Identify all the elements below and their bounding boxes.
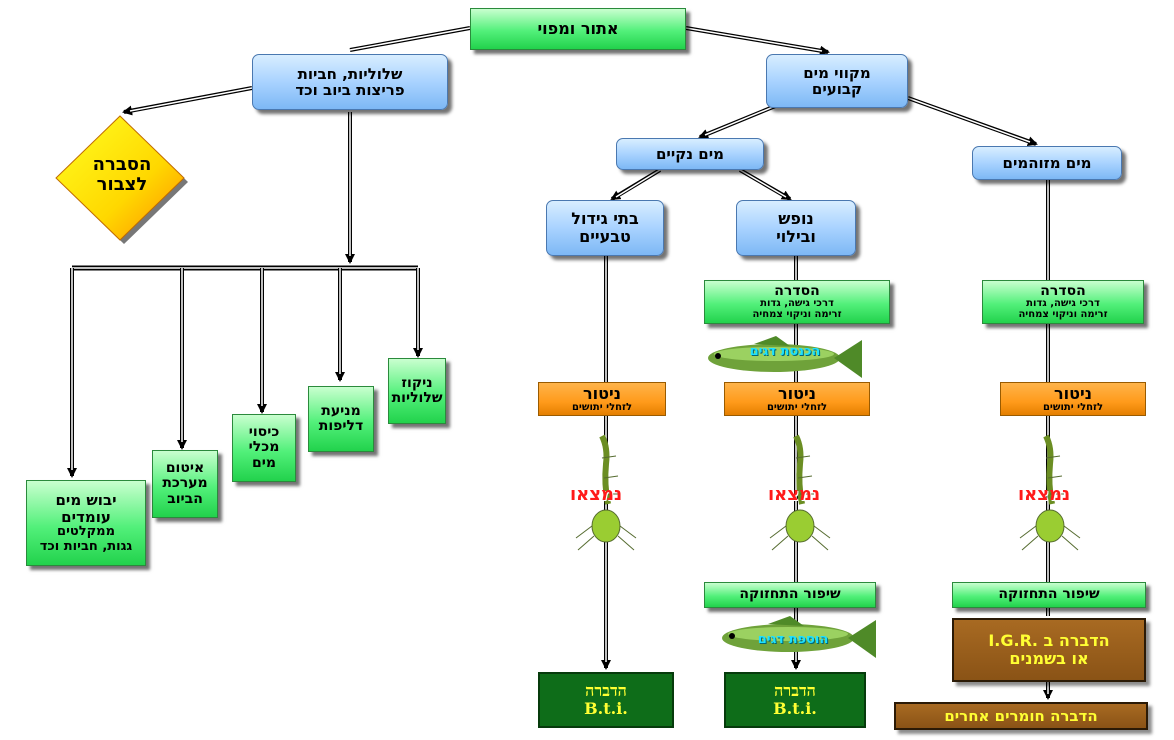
igr-oil-control-node: הדברה ב .I.G.R או בשמנים — [952, 618, 1146, 682]
mosquito-larva-icon — [575, 434, 637, 551]
clean-water-node: מים נקיים — [616, 138, 764, 170]
found-label-habitats: נמצאו — [570, 484, 623, 505]
fish-intro-label: הכנסת דגים — [749, 344, 821, 359]
dry-water-title: יבוש מים עומדים — [55, 491, 117, 526]
drainage-node-polluted: הסדרה דרכי גישה, גדות זרימה וניקוי צמחיה — [982, 280, 1144, 324]
mosquito-larva-icon — [769, 434, 831, 551]
bti-control-node-habitats: הדברה B.t.i. — [538, 672, 674, 728]
igr-line1: הדברה ב .I.G.R — [988, 631, 1110, 651]
monitor-title: ניטור — [778, 383, 816, 403]
bti-control-node-recreation: הדברה B.t.i. — [724, 672, 866, 728]
monitor-sub: לזחלי יתושים — [571, 401, 633, 413]
public-explanation-diamond — [55, 115, 188, 244]
natural-habitats-node: בתי גידול טבעיים — [546, 200, 664, 256]
bti-title: הדברה — [585, 681, 627, 701]
drainage-title: הסדרה — [1040, 282, 1086, 299]
polluted-water-node: מים מזוהמים — [972, 146, 1122, 180]
cover-containers-node: כיסוי מכלי מים — [232, 414, 296, 482]
drainage-title: הסדרה — [774, 282, 820, 299]
root-node: אתור ומפוי — [470, 8, 686, 50]
standing-water-node: מקווי מים קבועים — [766, 54, 908, 108]
monitor-node-polluted: ניטור לזחלי יתושים — [1000, 382, 1146, 416]
monitor-title: ניטור — [1054, 383, 1092, 403]
puddle-cleanup-node: ניקוז שלוליות — [388, 358, 446, 424]
snails-barrels-node: שלוליות, חביות פריצות ביוב וכד — [252, 54, 448, 110]
maintenance-node-polluted: שיפור התחזוקה — [952, 582, 1146, 608]
found-label-recreation: נמצאו — [768, 484, 821, 505]
monitor-sub: לזחלי יתושים — [766, 401, 828, 413]
mosquito-larva-icon — [1019, 434, 1081, 551]
bti-sub: B.t.i. — [584, 699, 628, 718]
fish-add-label: הוספת דגים — [757, 632, 829, 647]
igr-line2: או בשמנים — [1009, 649, 1089, 668]
found-label-polluted: נמצאו — [1018, 484, 1071, 505]
bti-title: הדברה — [774, 681, 816, 701]
monitor-node-recreation: ניטור לזחלי יתושים — [724, 382, 870, 416]
leak-prevention-node: מניעת דליפות — [308, 386, 374, 452]
drainage-sub: דרכי גישה, גדות זרימה וניקוי צמחיה — [752, 298, 842, 320]
monitor-node-habitats: ניטור לזחלי יתושים — [538, 382, 666, 416]
dry-standing-water-node: יבוש מים עומדים ממקלטים גגות, חביות וכד — [26, 480, 146, 566]
drainage-node-recreation: הסדרה דרכי גישה, גדות זרימה וניקוי צמחיה — [704, 280, 890, 324]
seal-sewage-node: איטום מערכת הביוב — [152, 450, 218, 518]
fish-icon — [722, 616, 876, 658]
bti-sub: B.t.i. — [773, 699, 817, 718]
other-chemicals-node: הדברה חומרים אחרים — [894, 702, 1148, 730]
recreation-node: נופש ובילוי — [736, 200, 856, 256]
dry-water-sub: ממקלטים גגות, חביות וכד — [39, 524, 133, 554]
public-explanation-label: הסברה לצבור — [92, 154, 152, 195]
fish-icon — [708, 336, 862, 378]
monitor-title: ניטור — [583, 383, 621, 403]
drainage-sub: דרכי גישה, גדות זרימה וניקוי צמחיה — [1018, 298, 1108, 320]
monitor-sub: לזחלי יתושים — [1042, 401, 1104, 413]
maintenance-node-recreation: שיפור התחזוקה — [704, 582, 876, 608]
